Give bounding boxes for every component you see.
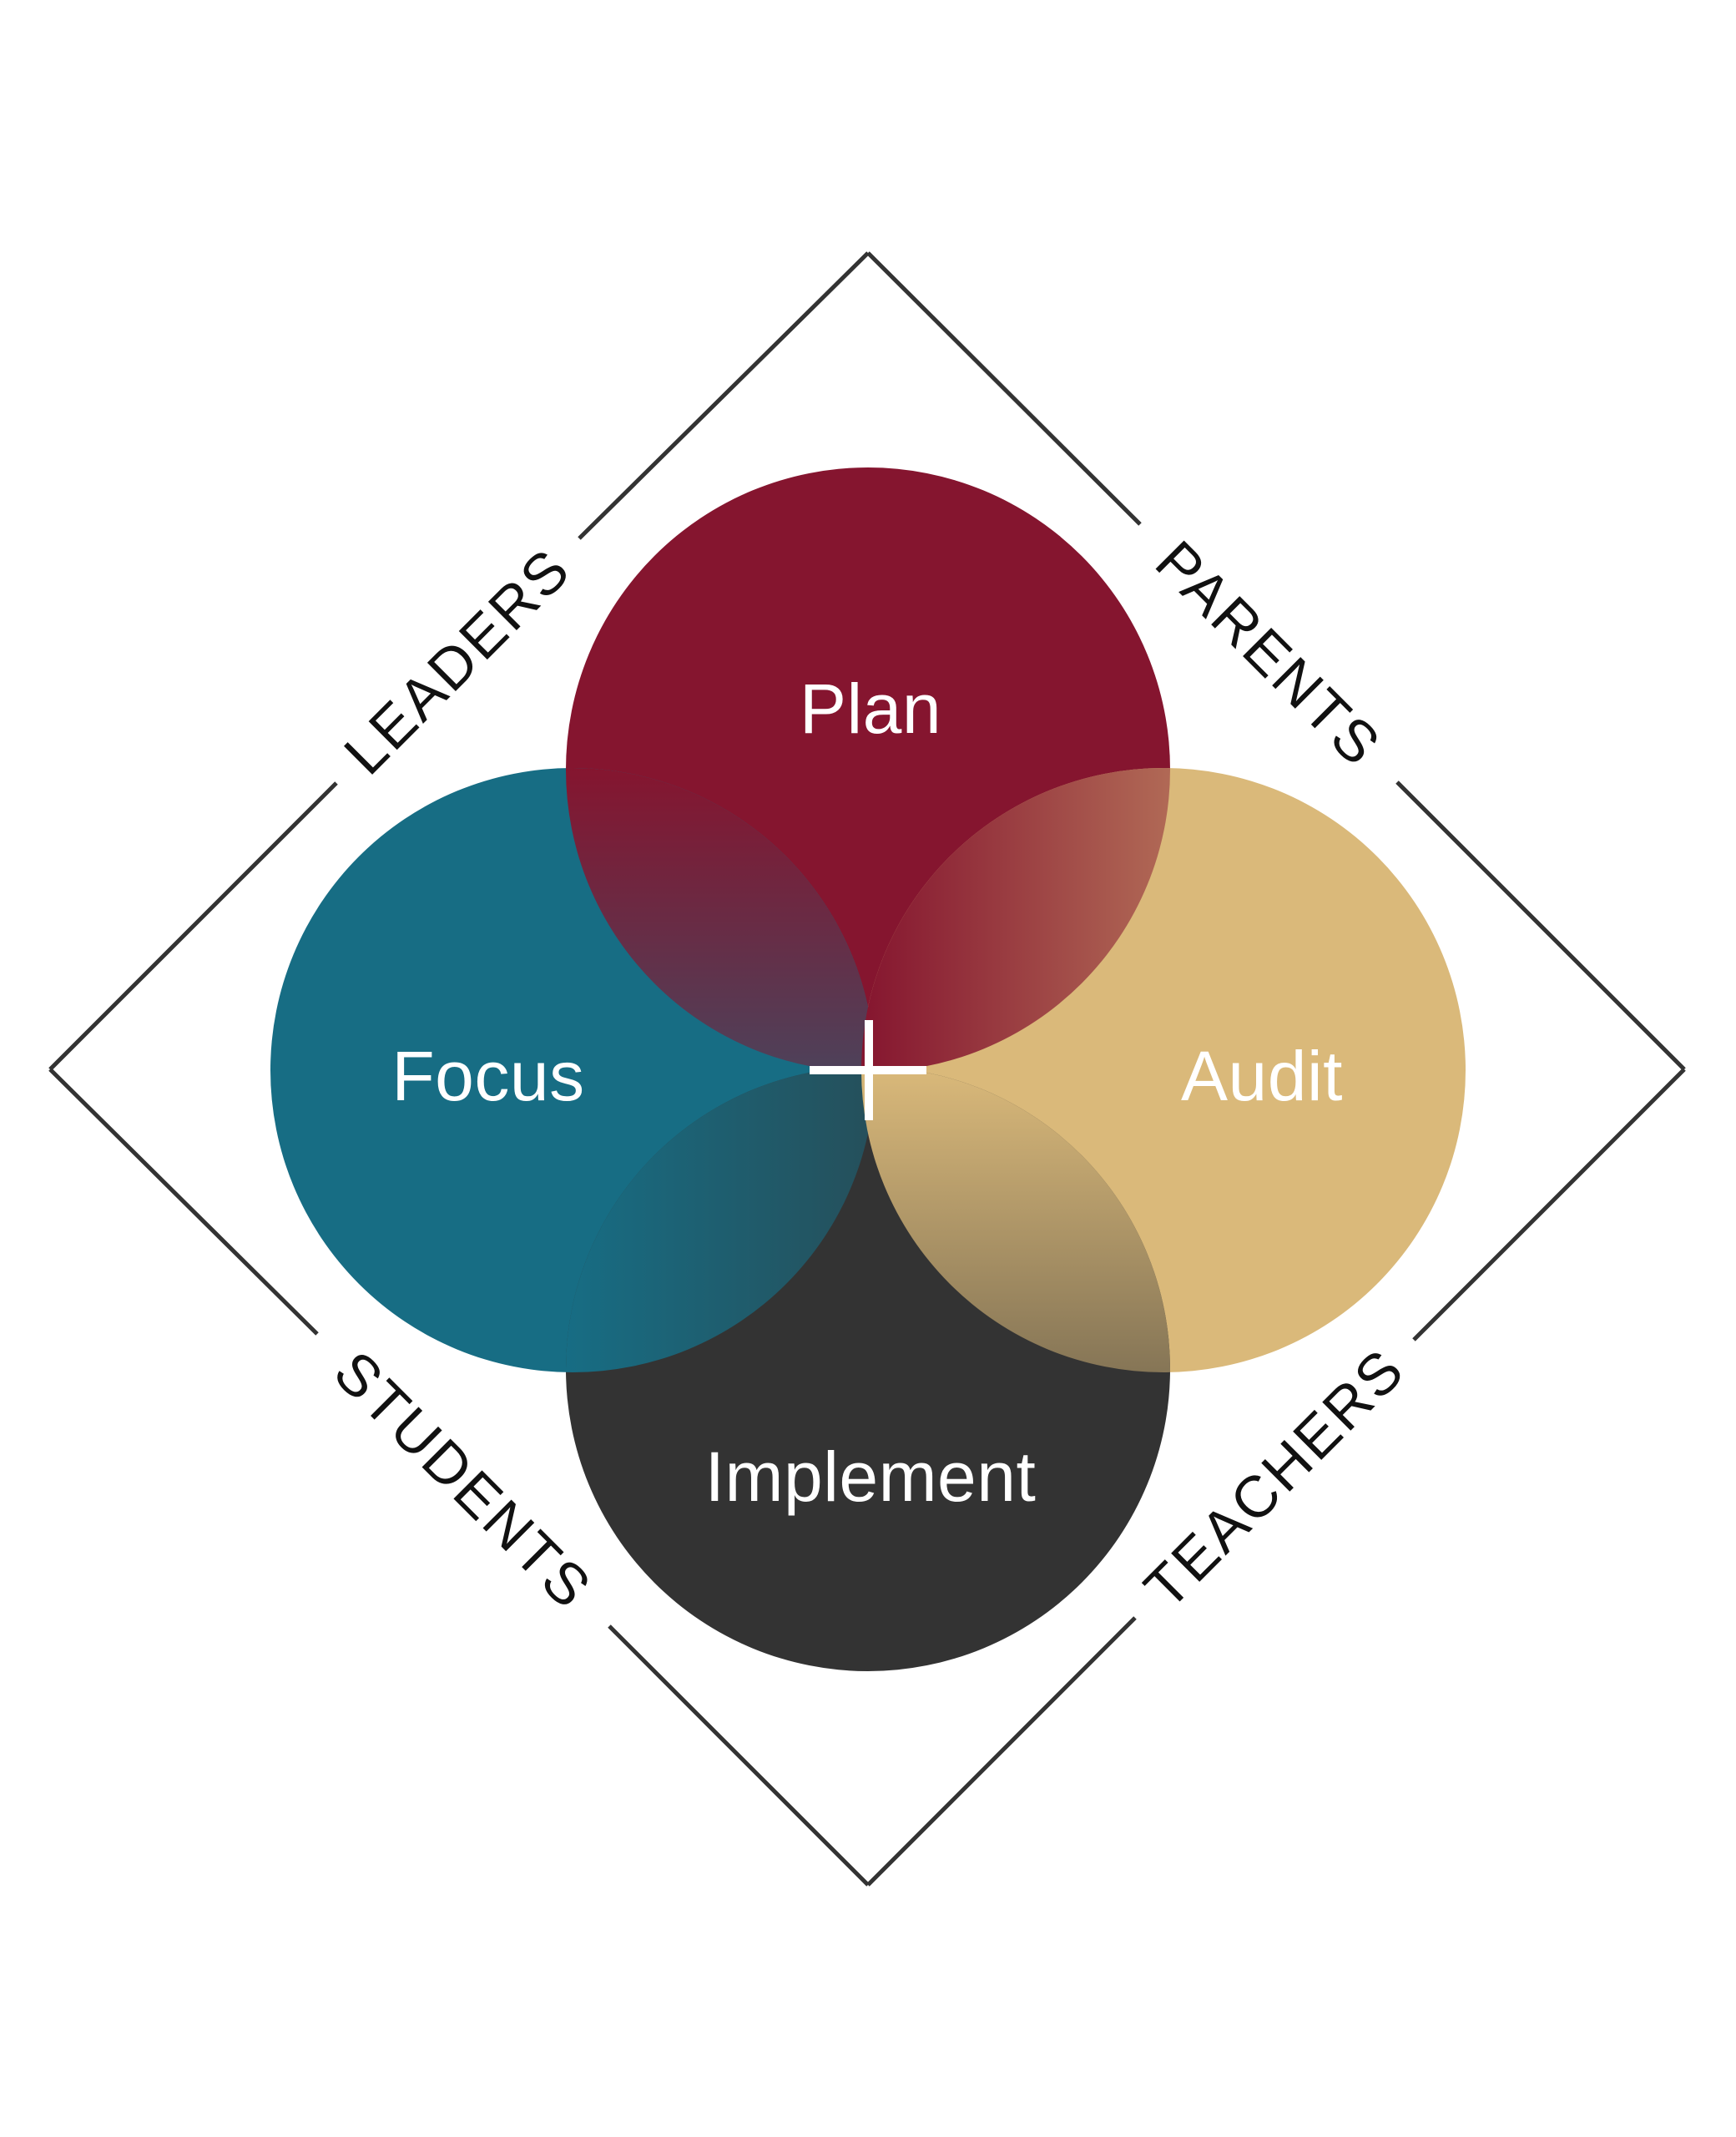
frame-segment: [1412, 1068, 1686, 1341]
implement-label: Implement: [705, 1437, 1037, 1516]
frame-segment: [866, 251, 1142, 526]
students-label: STUDENTS: [322, 1339, 605, 1622]
diamond-frame: [48, 251, 1686, 1887]
parents-label: PARENTS: [1143, 528, 1394, 779]
audit-label: Audit: [1181, 1037, 1343, 1115]
frame-segment: [48, 781, 338, 1071]
frame-segment: [608, 1624, 870, 1887]
frame-segment: [1395, 781, 1686, 1071]
teachers-label: TEACHERS: [1132, 1336, 1417, 1621]
center-cross-vertical: [865, 1020, 873, 1120]
frame-segment: [866, 1616, 1137, 1887]
frame-segment: [578, 251, 870, 540]
center-cross: [810, 1020, 926, 1120]
leaders-label: LEADERS: [331, 535, 583, 786]
focus-label: Focus: [391, 1037, 584, 1115]
plan-label: Plan: [800, 669, 941, 748]
frame-segment: [48, 1068, 319, 1336]
